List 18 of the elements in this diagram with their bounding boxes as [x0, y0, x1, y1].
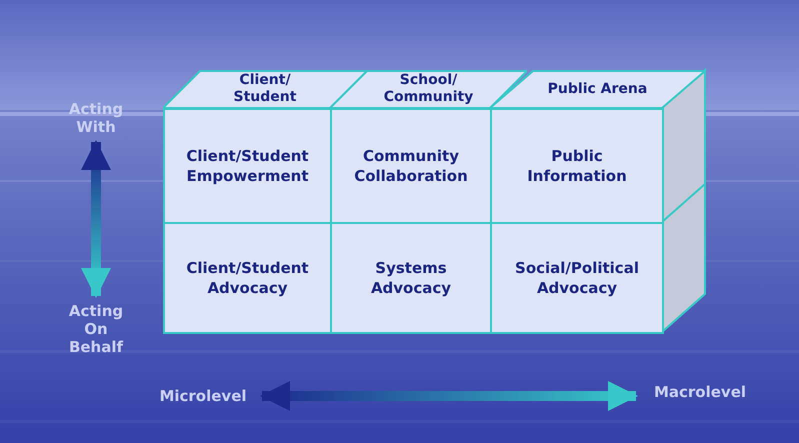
axis-label: Acting On Behalf [68, 302, 124, 356]
grid-cell [490, 222, 664, 334]
column-heading: School/ Community [382, 72, 474, 106]
axis-label: Macrolevel [652, 383, 748, 401]
cell-label: Social/Political Advocacy [514, 258, 640, 298]
cell-label: Community Collaboration [353, 146, 469, 186]
column-heading: Client/ Student [232, 72, 298, 106]
axis-label: Microlevel [158, 387, 248, 405]
cell-label: Systems Advocacy [370, 258, 452, 298]
double-arrow [81, 140, 111, 298]
cell-label: Client/Student Empowerment [185, 146, 310, 186]
axis-label: Acting With [68, 100, 124, 136]
grid-cell [163, 222, 332, 334]
cell-label: Public Information [526, 146, 628, 186]
cell-label: Client/Student Advocacy [185, 258, 310, 298]
double-arrow [260, 381, 638, 411]
grid-cell [330, 222, 492, 334]
column-heading: Public Arena [548, 80, 648, 98]
